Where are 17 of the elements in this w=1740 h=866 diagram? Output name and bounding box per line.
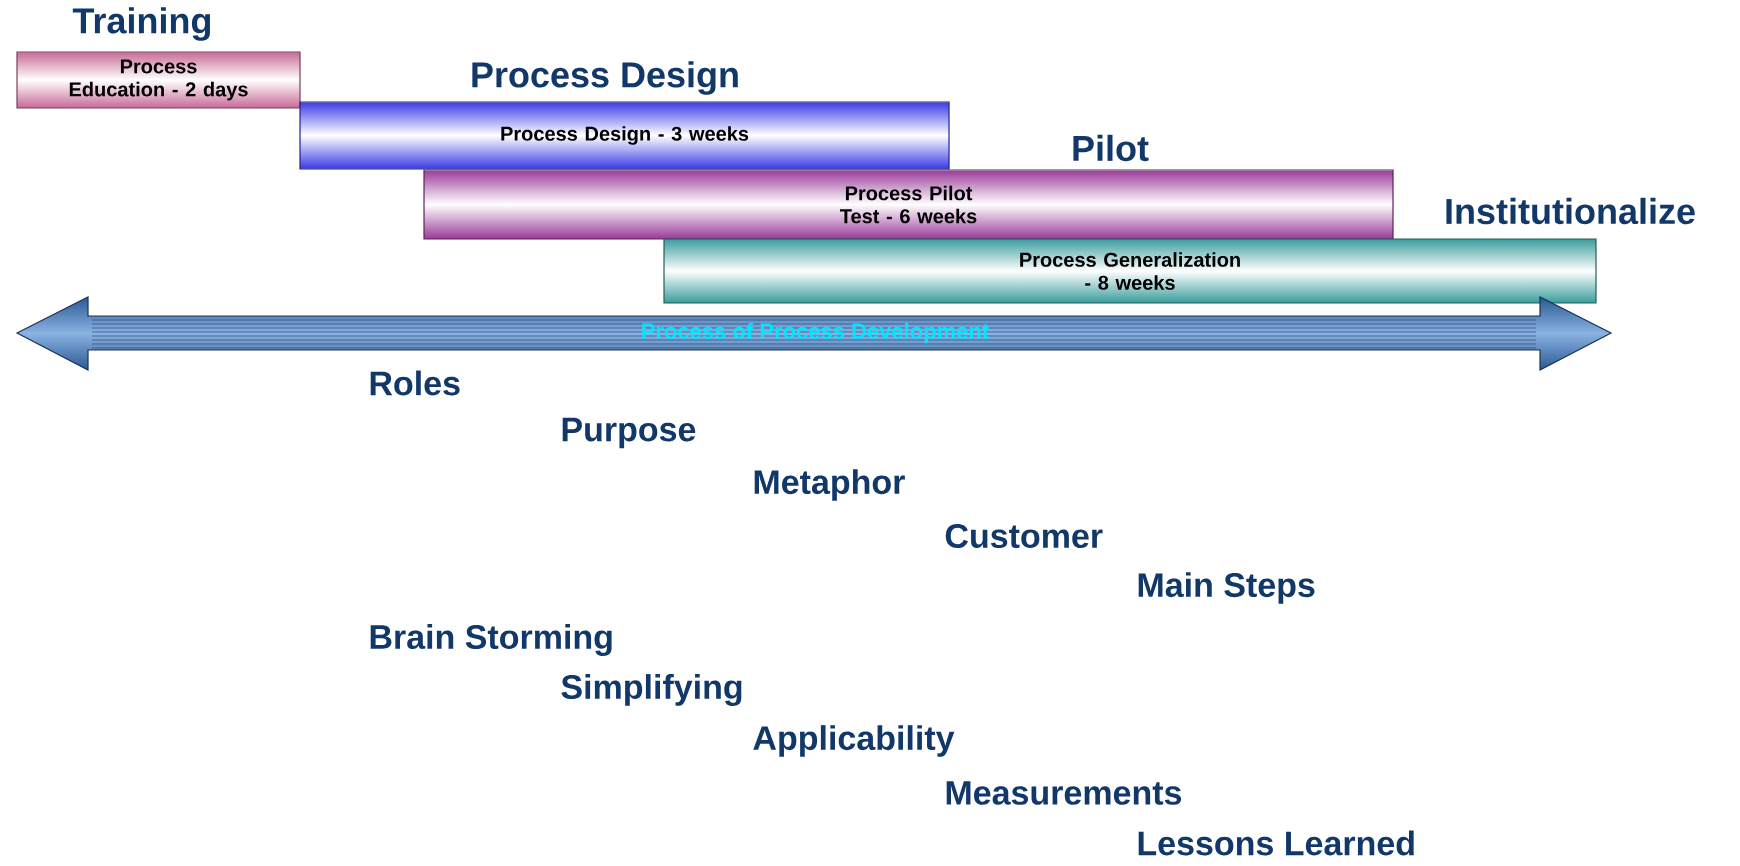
stage-heading: Training (72, 7, 211, 41)
topic-label: Applicability (753, 725, 955, 757)
stage-bar: Process Pilot Test - 6 weeks (423, 169, 1394, 240)
stage-heading: Institutionalize (1446, 197, 1695, 225)
stage-bar: Process Design - 3 weeks (299, 101, 950, 170)
topic-label: Simplifying (561, 674, 742, 706)
topic-label: Customer (945, 523, 1103, 549)
topic-label: Measurements (946, 781, 1182, 805)
topic-label: Lessons Learned (1138, 830, 1414, 856)
stage-bar: Process Generalization - 8 weeks (663, 238, 1597, 304)
stage-bar: Process Education - 2 days (16, 51, 301, 109)
topic-label: Purpose (562, 417, 696, 449)
topic-label: Main Steps (1138, 572, 1315, 604)
topic-label: Brain Storming (370, 624, 612, 656)
stage-heading: Pilot (1073, 134, 1149, 162)
topic-label: Metaphor (754, 469, 905, 501)
stage-heading: Process Design (472, 61, 738, 95)
